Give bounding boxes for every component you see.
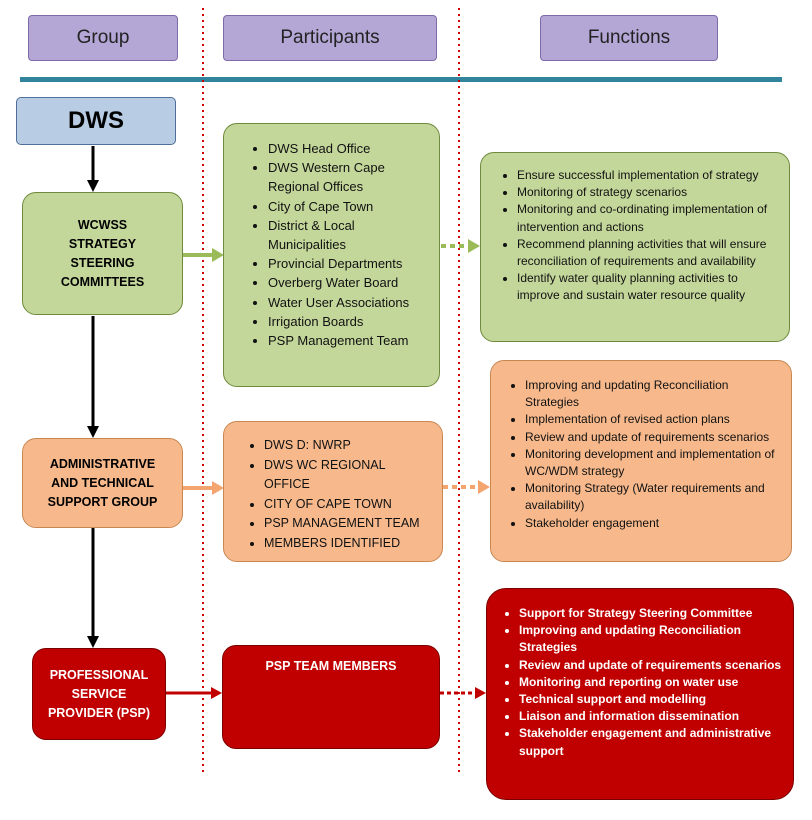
function-psp-item-0: Support for Strategy Steering Committee xyxy=(519,605,785,622)
participant-steering-item-3: District & Local Municipalities xyxy=(268,216,431,254)
function-admin-item-2: Review and update of requirements scenar… xyxy=(525,429,781,446)
participant-steering-item-2: City of Cape Town xyxy=(268,197,431,216)
participant-admin-item-0: DWS D: NWRP xyxy=(264,436,434,456)
function-psp-item-1: Improving and updating Reconciliation St… xyxy=(519,622,785,656)
function-psp-item-4: Technical support and modelling xyxy=(519,691,785,708)
functions-psp: Support for Strategy Steering CommitteeI… xyxy=(486,588,794,800)
participants-steering-list: DWS Head OfficeDWS Western Cape Regional… xyxy=(252,139,431,350)
header-divider xyxy=(20,77,782,82)
participant-steering-item-8: PSP Management Team xyxy=(268,331,431,350)
group-admin: ADMINISTRATIVE AND TECHNICAL SUPPORT GRO… xyxy=(22,438,183,528)
participant-steering-item-0: DWS Head Office xyxy=(268,139,431,158)
functions-steering-list: Ensure successful implementation of stra… xyxy=(501,167,779,305)
participants-admin: DWS D: NWRPDWS WC REGIONAL OFFICECITY OF… xyxy=(223,421,443,562)
participants-psp: PSP TEAM MEMBERS xyxy=(222,645,440,749)
dws-box: DWS xyxy=(16,97,176,145)
function-admin-item-1: Implementation of revised action plans xyxy=(525,411,781,428)
participant-admin-item-2: CITY OF CAPE TOWN xyxy=(264,495,434,515)
participant-steering-item-5: Overberg Water Board xyxy=(268,273,431,292)
participant-admin-item-1: DWS WC REGIONAL OFFICE xyxy=(264,456,434,495)
function-steering-item-1: Monitoring of strategy scenarios xyxy=(517,184,779,201)
participants-steering: DWS Head OfficeDWS Western Cape Regional… xyxy=(223,123,440,387)
functions-steering: Ensure successful implementation of stra… xyxy=(480,152,790,342)
header-group: Group xyxy=(28,15,178,61)
participant-admin-item-4: MEMBERS IDENTIFIED xyxy=(264,534,434,554)
function-psp-item-2: Review and update of requirements scenar… xyxy=(519,657,785,674)
function-admin-item-3: Monitoring development and implementatio… xyxy=(525,446,781,480)
function-admin-item-4: Monitoring Strategy (Water requirements … xyxy=(525,480,781,514)
group-psp: PROFESSIONAL SERVICE PROVIDER (PSP) xyxy=(32,648,166,740)
participant-steering-item-7: Irrigation Boards xyxy=(268,312,431,331)
function-admin-item-5: Stakeholder engagement xyxy=(525,515,781,532)
participants-admin-list: DWS D: NWRPDWS WC REGIONAL OFFICECITY OF… xyxy=(248,436,434,553)
functions-admin: Improving and updating Reconciliation St… xyxy=(490,360,792,562)
function-steering-item-2: Monitoring and co-ordinating implementat… xyxy=(517,201,779,235)
function-psp-item-3: Monitoring and reporting on water use xyxy=(519,674,785,691)
header-participants: Participants xyxy=(223,15,437,61)
function-steering-item-3: Recommend planning activities that will … xyxy=(517,236,779,270)
function-steering-item-4: Identify water quality planning activiti… xyxy=(517,270,779,304)
function-steering-item-0: Ensure successful implementation of stra… xyxy=(517,167,779,184)
functions-admin-list: Improving and updating Reconciliation St… xyxy=(509,377,781,532)
group-steering: WCWSS STRATEGY STEERING COMMITTEES xyxy=(22,192,183,315)
header-functions: Functions xyxy=(540,15,718,61)
participant-steering-item-4: Provincial Departments xyxy=(268,254,431,273)
participant-steering-item-1: DWS Western Cape Regional Offices xyxy=(268,158,431,196)
functions-psp-list: Support for Strategy Steering CommitteeI… xyxy=(503,605,785,760)
participant-admin-item-3: PSP MANAGEMENT TEAM xyxy=(264,514,434,534)
function-psp-item-6: Stakeholder engagement and administrativ… xyxy=(519,725,785,759)
function-admin-item-0: Improving and updating Reconciliation St… xyxy=(525,377,781,411)
function-psp-item-5: Liaison and information dissemination xyxy=(519,708,785,725)
participant-steering-item-6: Water User Associations xyxy=(268,293,431,312)
